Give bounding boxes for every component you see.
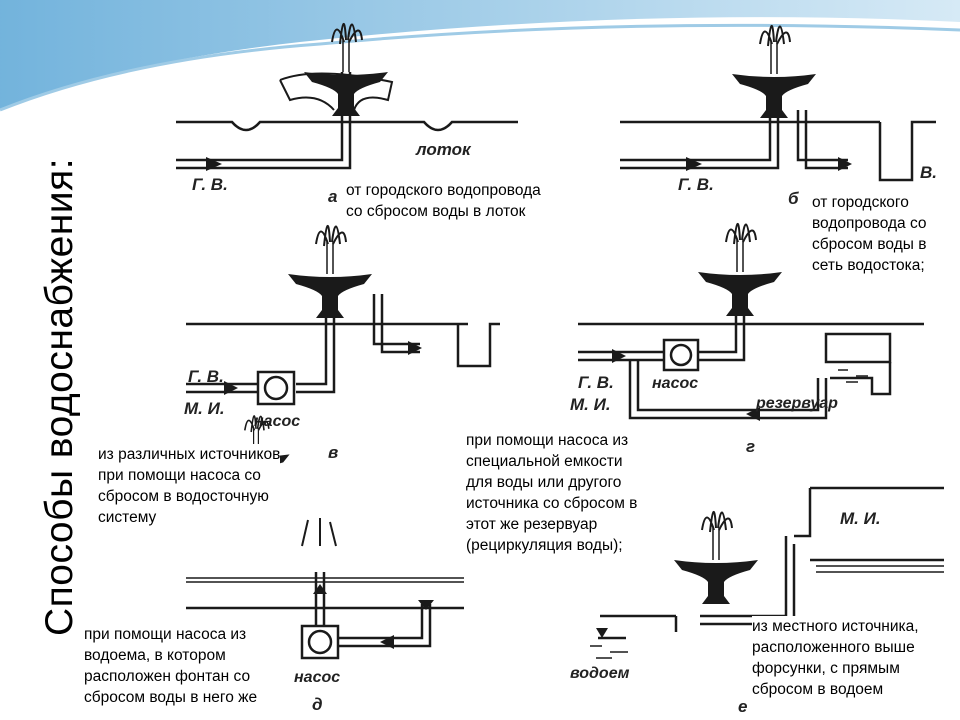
- scheme-e-letter: д: [312, 695, 323, 714]
- scheme-e-diagram: [186, 415, 464, 660]
- scheme-e-caption: при помощи насоса из водоема, в котором …: [84, 624, 258, 708]
- scheme-c-gv-label: Г. В.: [188, 367, 224, 386]
- scheme-c-pump-label: насос: [254, 413, 300, 430]
- scheme-a-letter: а: [328, 187, 337, 206]
- scheme-b-letter: б: [788, 189, 799, 208]
- scheme-d-letter: г: [746, 437, 755, 456]
- header-swoosh: [0, 0, 960, 110]
- scheme-d-gv-label: Г. В.: [578, 373, 614, 392]
- scheme-f-pond-label: водоем: [570, 665, 630, 682]
- scheme-a-diagram: [176, 22, 518, 171]
- scheme-a-caption: от городского водопровода со сбросом вод…: [346, 180, 541, 222]
- scheme-f-mi-label: М. И.: [840, 509, 881, 528]
- scheme-b-caption: от городского водопровода со сбросом вод…: [812, 192, 927, 276]
- page-title: Способы водоснабжения:: [38, 157, 81, 636]
- scheme-d-pump-label: насос: [652, 375, 698, 392]
- scheme-f-letter: е: [738, 697, 747, 716]
- scheme-b-gv-label: Г. В.: [678, 175, 714, 194]
- scheme-b-diagram: [620, 24, 936, 182]
- scheme-f-caption: из местного источника, расположенного вы…: [752, 616, 919, 700]
- scheme-d-caption: при помощи насоса из специальной емкости…: [466, 430, 638, 556]
- scheme-a-tray-label: лоток: [415, 140, 472, 159]
- scheme-d-reservoir-label: резервуар: [755, 395, 838, 412]
- scheme-b-v-label: В.: [920, 163, 937, 182]
- scheme-c-caption: из различных источников при помощи насос…: [98, 444, 281, 528]
- scheme-c-letter: в: [328, 443, 338, 462]
- scheme-f-diagram: [590, 486, 944, 659]
- scheme-c-mi-label: М. И.: [184, 399, 225, 418]
- scheme-d-mi-label: М. И.: [570, 395, 611, 414]
- scheme-a-gv-label: Г. В.: [192, 175, 228, 194]
- scheme-e-pump-label: насос: [294, 669, 340, 686]
- scheme-d-diagram: [578, 222, 924, 421]
- scheme-c-diagram: [186, 224, 500, 406]
